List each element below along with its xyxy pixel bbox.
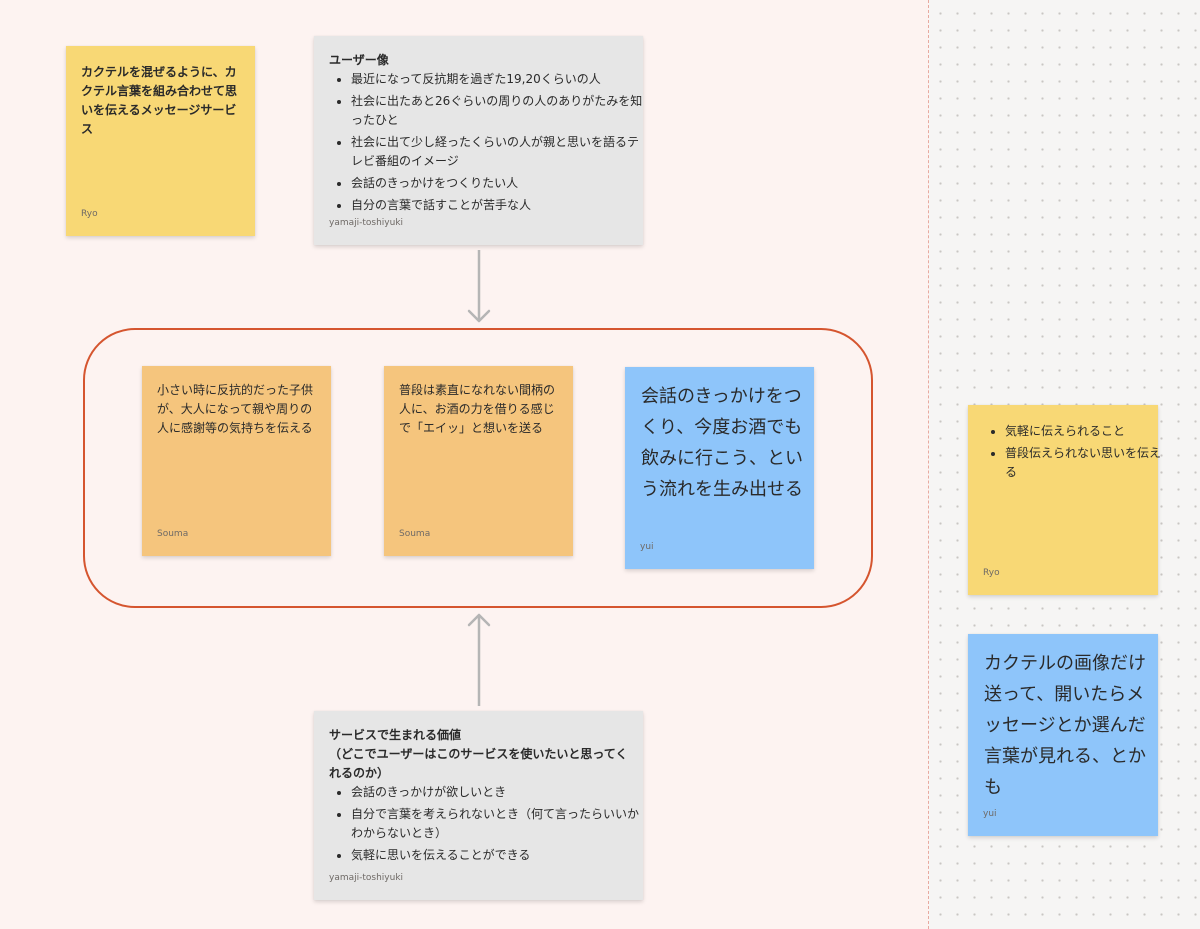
sticky-author: Ryo: [81, 209, 98, 219]
sticky-author: yui: [983, 809, 997, 819]
sticky-author: Souma: [399, 529, 431, 539]
list-item: 会話のきっかけが欲しいとき: [351, 783, 647, 802]
sticky-note-service-value[interactable]: サービスで生まれる価値 （どこでユーザーはこのサービスを使いたいと思ってくれるの…: [314, 711, 643, 900]
sticky-note-ryo-concept[interactable]: カクテルを混ぜるように、カクテル言葉を組み合わせて思いを伝えるメッセージサービス…: [66, 46, 255, 236]
sticky-note-text: カクテルの画像だけ送って、開いたらメッセージとか選んだ言葉が見れる、とかも: [984, 653, 1146, 798]
sticky-note-list: 会話のきっかけが欲しいとき 自分で言葉を考えられないとき（何て言ったらいいかわか…: [333, 783, 647, 868]
list-item: 自分で言葉を考えられないとき（何て言ったらいいかわからないとき）: [351, 805, 647, 843]
connector-arrow-down[interactable]: [466, 250, 492, 324]
sticky-note-list: 最近になって反抗期を過ぎた19,20くらいの人 社会に出たあと26ぐらいの周りの…: [333, 70, 647, 218]
list-item: 気軽に伝えられること: [1005, 422, 1163, 441]
list-item: 社会に出て少し経ったくらいの人が親と思いを語るテレビ番組のイメージ: [351, 133, 647, 171]
sticky-note-yui-2[interactable]: カクテルの画像だけ送って、開いたらメッセージとか選んだ言葉が見れる、とかも yu…: [968, 634, 1158, 836]
sticky-author: yui: [640, 542, 654, 552]
list-item: 最近になって反抗期を過ぎた19,20くらいの人: [351, 70, 647, 89]
sticky-author: yamaji-toshiyuki: [329, 873, 404, 883]
list-item: 気軽に思いを伝えることができる: [351, 846, 647, 865]
sticky-note-subtitle: （どこでユーザーはこのサービスを使いたいと思ってくれるのか）: [329, 747, 628, 780]
sticky-note-list: 気軽に伝えられること 普段伝えられない思いを伝える: [987, 422, 1163, 485]
section-border: [928, 0, 930, 929]
list-item: 会話のきっかけをつくりたい人: [351, 174, 647, 193]
list-item: 自分の言葉で話すことが苦手な人: [351, 196, 647, 215]
sticky-note-text: カクテルを混ぜるように、カクテル言葉を組み合わせて思いを伝えるメッセージサービス: [81, 65, 238, 136]
sticky-note-text: 小さい時に反抗的だった子供が、大人になって親や周りの人に感謝等の気持ちを伝える: [157, 383, 314, 435]
sticky-author: yamaji-toshiyuki: [329, 218, 404, 228]
sticky-author: Ryo: [983, 568, 1000, 578]
list-item: 普段伝えられない思いを伝える: [1005, 444, 1163, 482]
sticky-author: Souma: [157, 529, 189, 539]
sticky-note-title: ユーザー像: [329, 53, 389, 67]
sticky-note-ryo-2[interactable]: 気軽に伝えられること 普段伝えられない思いを伝える Ryo: [968, 405, 1161, 595]
list-item: 社会に出たあと26ぐらいの周りの人のありがたみを知ったひと: [351, 92, 647, 130]
sticky-note-souma-2[interactable]: 普段は素直になれない間柄の人に、お酒の力を借りる感じで「エイッ」と想いを送る S…: [384, 366, 573, 556]
sticky-note-text: 普段は素直になれない間柄の人に、お酒の力を借りる感じで「エイッ」と想いを送る: [399, 383, 556, 435]
sticky-note-souma-1[interactable]: 小さい時に反抗的だった子供が、大人になって親や周りの人に感謝等の気持ちを伝える …: [142, 366, 331, 556]
sticky-note-yui-1[interactable]: 会話のきっかけをつくり、今度お酒でも飲みに行こう、という流れを生み出せる yui: [625, 367, 814, 569]
sticky-note-text: 会話のきっかけをつくり、今度お酒でも飲みに行こう、という流れを生み出せる: [641, 386, 803, 500]
highlight-shape[interactable]: [83, 328, 873, 608]
sticky-note-user-persona[interactable]: ユーザー像 最近になって反抗期を過ぎた19,20くらいの人 社会に出たあと26ぐ…: [314, 36, 643, 245]
sticky-note-title: サービスで生まれる価値: [329, 728, 462, 742]
connector-arrow-up[interactable]: [466, 612, 492, 706]
